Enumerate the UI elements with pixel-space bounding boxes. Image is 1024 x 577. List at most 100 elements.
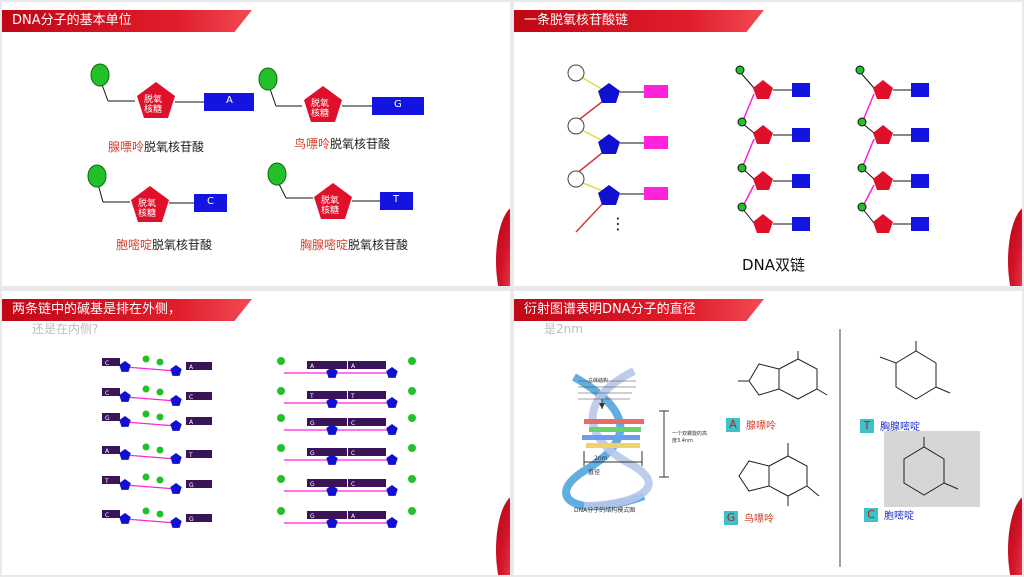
base-block [348,361,386,369]
base-block-letter: A [351,513,356,520]
phosphate-icon [142,410,150,418]
phosphate-icon [277,444,285,452]
sugar-icon [119,361,131,372]
base-block [102,413,120,421]
slide-title: 衍射图谱表明DNA分子的直径 [524,302,696,317]
base-block-letter: G [310,513,315,520]
sugar-icon [314,183,352,219]
base-block-letter: T [188,452,193,459]
slide-single-chain[interactable]: 一条脱氧核苷酸链 [514,2,1022,286]
base-block [348,448,386,456]
sugar-icon [119,513,131,524]
sugar-icon [119,479,131,490]
base-block [307,418,347,426]
phosphate-icon [142,385,150,393]
sugar-icon [326,424,338,435]
sugar-icon [326,367,338,378]
base-block [186,362,212,370]
phosphate-icon [156,510,164,518]
double-helix-image [562,367,669,511]
base-block [348,511,386,519]
base-block [307,511,347,519]
phosphate-icon [277,507,285,515]
base-block [102,358,120,366]
phosphate-icon [408,444,416,452]
base-block [102,446,120,454]
sugar-icon [170,483,182,494]
nucleotide-name: 鸟嘌呤脱氧核苷酸 [294,137,391,151]
helix-2nm-label: 2nm [594,455,608,462]
slide-title: DNA分子的基本单位 [12,13,132,28]
phosphate-icon [87,164,107,188]
sugar-label: 脱氧核糖 [144,95,163,115]
title-banner [514,10,764,32]
base-block [307,479,347,487]
sugar-icon [386,485,398,496]
base-block-letter: A [189,419,194,426]
base-block-letter: C [189,394,193,401]
sugar-label: 脱氧核糖 [138,199,157,219]
phosphate-icon [408,387,416,395]
decorative-swoosh [496,206,510,286]
sugar-icon [170,420,182,431]
sugar-icon [386,454,398,465]
base-letter: T [393,194,400,205]
base-block [102,388,120,396]
slide-basic-unit[interactable]: DNA分子的基本单位 [2,2,510,286]
phosphate-icon [408,507,416,515]
sugar-icon [326,454,338,465]
sugar-icon [131,186,169,222]
base-block [348,479,386,487]
base-block-letter: G [310,481,315,488]
double-chain-right [855,65,929,233]
base-block [186,417,212,425]
sugar-label: 脱氧核糖 [311,99,330,119]
sugar-icon [119,416,131,427]
nucleotide-name: 胞嘧啶脱氧核苷酸 [116,238,213,252]
phosphate-icon [142,443,150,451]
cytosine-structure [903,437,959,496]
phosphate-icon [258,67,278,91]
single-chain [567,64,668,233]
base-block-letter: T [104,478,109,485]
base-block-letter: C [105,512,109,519]
title-banner [514,299,764,321]
slide-diffraction[interactable]: 衍射图谱表明DNA分子的直径 是2nm [514,291,1022,575]
phosphate-icon [408,414,416,422]
phosphate-icon [142,507,150,515]
nucleotide-name: 胸腺嘧啶脱氧核苷酸 [300,238,409,252]
base-letter: C [207,196,214,207]
phosphate-icon [142,473,150,481]
phosphate-icon [277,475,285,483]
sugar-icon [170,517,182,528]
sugar-icon [119,391,131,402]
base-block-letter: A [105,448,110,455]
sugar-icon [326,485,338,496]
nucleotide-t [267,162,413,219]
base-block-letter: C [351,420,355,427]
phosphate-icon [277,387,285,395]
sugar-icon [119,449,131,460]
base-block [307,361,347,369]
base-block-letter: G [189,482,194,489]
base-block-letter: G [105,415,110,422]
sugar-icon [386,367,398,378]
helix-caption: DNA分子的结构模式图 [574,507,636,514]
nucleotide-name: 腺嘌呤脱氧核苷酸 [108,140,205,154]
nucleotide-diagram [87,63,424,222]
base-block-letter: C [351,481,355,488]
base-block [102,510,120,518]
phosphate-icon [277,414,285,422]
sugar-icon [326,517,338,528]
base-block-letter: G [310,420,315,427]
chain-diagram [567,64,929,233]
phosphate-icon [567,64,585,82]
sugar-icon [170,453,182,464]
base-g-block [372,97,424,115]
phosphate-icon [277,357,285,365]
decorative-swoosh [1008,206,1022,286]
phosphate-icon [156,358,164,366]
base-block [186,480,212,488]
sugar-icon [386,397,398,408]
